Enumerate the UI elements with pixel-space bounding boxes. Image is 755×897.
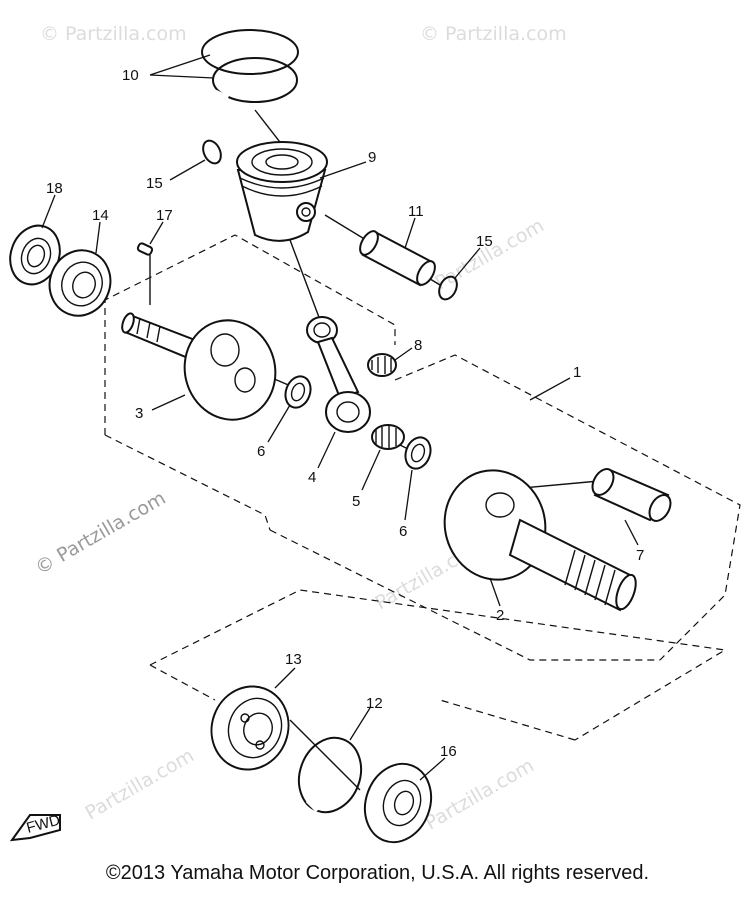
washer-part	[284, 375, 312, 409]
key-part	[136, 242, 154, 256]
callout-3: 3	[135, 405, 143, 422]
big-end-bearing-part	[371, 424, 405, 450]
piston-part	[236, 141, 328, 242]
callout-15: 15	[476, 233, 493, 250]
crank-left-part	[121, 312, 277, 421]
callout-17: 17	[156, 207, 173, 224]
watermark: © Partzilla.com	[32, 487, 170, 579]
watermark: Partzilla.com	[422, 754, 538, 834]
callout-14: 14	[92, 207, 109, 224]
callout-6: 6	[257, 443, 265, 460]
circlip-part	[297, 736, 363, 814]
callout-1: 1	[573, 364, 581, 381]
oil-seal-part	[363, 762, 433, 844]
assembly-outline	[104, 234, 741, 741]
callout-11: 11	[408, 203, 424, 220]
washer-part	[404, 436, 432, 470]
callout-7: 7	[636, 547, 644, 564]
fwd-arrow-icon: FWD	[9, 812, 62, 842]
watermark: Partzilla.com	[432, 214, 548, 294]
bearing-part	[210, 685, 290, 771]
callout-16: 16	[440, 743, 457, 760]
callout-12: 12	[366, 695, 383, 712]
callout-layer: 10 9 15 18 14 17 11 15 8 1 3 6 4 5 6 7 2…	[46, 67, 644, 760]
callout-4: 4	[308, 469, 316, 486]
callout-13: 13	[285, 651, 302, 668]
callout-2: 2	[496, 607, 504, 624]
copyright-footer: ©2013 Yamaha Motor Corporation, U.S.A. A…	[105, 862, 650, 884]
callout-8: 8	[414, 337, 422, 354]
watermark: © Partzilla.com	[420, 23, 567, 45]
callout-15: 15	[146, 175, 163, 192]
circlip-part	[438, 275, 458, 301]
watermark: Partzilla.com	[82, 744, 198, 824]
connecting-rod-part	[306, 316, 371, 433]
small-end-bearing-part	[367, 353, 397, 377]
watermark: © Partzilla.com	[40, 23, 187, 45]
piston-pin-part	[359, 230, 436, 287]
leader-lines	[41, 54, 639, 781]
circlip-part	[202, 139, 222, 165]
crank-pin-part	[591, 468, 672, 522]
callout-10: 10	[122, 67, 139, 84]
callout-5: 5	[352, 493, 360, 510]
callout-18: 18	[46, 180, 63, 197]
bearing-part	[48, 249, 112, 317]
callout-6: 6	[399, 523, 407, 540]
piston-rings-part	[201, 29, 299, 103]
callout-9: 9	[368, 149, 376, 166]
crank-right-part	[443, 469, 637, 612]
